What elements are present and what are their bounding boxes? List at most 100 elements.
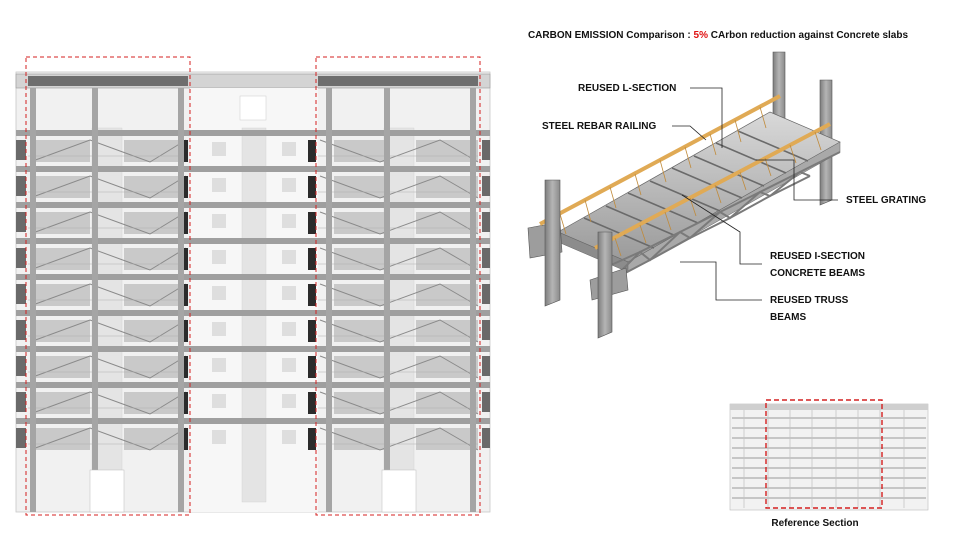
edge-left-5	[16, 320, 26, 340]
core-window-r-5	[282, 322, 296, 336]
column-5	[470, 88, 476, 512]
floor-slab-2	[16, 202, 490, 208]
title-highlight: 5%	[693, 30, 708, 41]
edge-left-3	[16, 248, 26, 268]
pier-dark-r-6	[308, 356, 316, 378]
bay-shade-6-1	[124, 356, 186, 378]
core-window-l-3	[212, 250, 226, 264]
truss-left-2	[29, 211, 187, 235]
column-2	[178, 88, 184, 512]
reference-section-caption: Reference Section	[771, 518, 859, 529]
steel-rebar-railing	[539, 94, 831, 257]
ground-door-right	[381, 469, 417, 513]
edge-right-2	[482, 212, 490, 232]
bay-shade-7-1	[124, 392, 186, 414]
ground-door-left	[89, 469, 125, 513]
edge-left-6	[16, 356, 26, 376]
core-window-r-4	[282, 286, 296, 300]
label-steel-rebar-railing: STEEL REBAR RAILING	[542, 121, 657, 132]
pier-dark-r-4	[308, 284, 316, 306]
truss-left-4	[29, 283, 187, 307]
truss-right-3	[319, 247, 479, 271]
bay-shade-8-1	[124, 428, 186, 450]
floor-slab-6	[16, 346, 490, 352]
pier-dark-r-0	[308, 140, 316, 162]
column-0	[30, 88, 36, 512]
truss-left-3	[29, 247, 187, 271]
truss-left-0	[29, 139, 187, 163]
truss-left-1	[29, 175, 187, 199]
truss-right-6	[319, 355, 479, 379]
leader-truss	[680, 261, 762, 301]
edge-right-6	[482, 356, 490, 376]
bay-shade-2-3	[416, 212, 478, 234]
bay-shade-8-2	[334, 428, 384, 450]
left-highlight-frame	[25, 56, 191, 516]
steel-grating-members	[583, 130, 809, 249]
column-front-left	[544, 179, 561, 307]
building-section-elevation	[15, 71, 491, 513]
core-window-l-2	[212, 214, 226, 228]
core-window-l-4	[212, 286, 226, 300]
edge-right-5	[482, 320, 490, 340]
edge-right-3	[482, 248, 490, 268]
label-reused-l-section: REUSED L-SECTION	[578, 83, 677, 94]
truss-left-5	[29, 319, 187, 343]
core-window-l-1	[212, 178, 226, 192]
pier-dark-r-7	[308, 392, 316, 414]
truss-left-7	[29, 391, 187, 415]
bay-shade-3-2	[334, 248, 384, 270]
truss-right-1	[319, 175, 479, 199]
bay-shade-5-2	[334, 320, 384, 342]
reference-highlight-frame	[765, 399, 883, 509]
label-reused-truss-line2: BEAMS	[770, 312, 807, 323]
floor-slab-5	[16, 310, 490, 316]
bay-shade-0-1	[124, 140, 186, 162]
bay-shade-5-3	[416, 320, 478, 342]
core-window-l-6	[212, 358, 226, 372]
bay-shade-7-2	[334, 392, 384, 414]
label-reused-truss-line1: REUSED TRUSS	[770, 295, 849, 306]
edge-right-4	[482, 284, 490, 304]
truss-left-8	[29, 427, 187, 451]
label-reused-i-section-line1: REUSED I-SECTION	[770, 251, 866, 262]
label-reused-i-section: REUSED I-SECTION CONCRETE BEAMS	[770, 250, 865, 281]
edge-right-1	[482, 176, 490, 196]
core-window-l-8	[212, 430, 226, 444]
edge-left-0	[16, 140, 26, 160]
column-3	[326, 88, 332, 512]
label-reused-truss: REUSED TRUSS BEAMS	[770, 294, 848, 325]
roof-truss-left	[28, 76, 188, 86]
bay-shade-4-2	[334, 284, 384, 306]
title-suffix: CArbon reduction against Concrete slabs	[707, 30, 909, 41]
core-window-l-7	[212, 394, 226, 408]
truss-beam	[599, 151, 841, 281]
bay-shade-3-3	[416, 248, 478, 270]
bay-shade-4-3	[416, 284, 478, 306]
core-window-r-8	[282, 430, 296, 444]
pier-dark-r-8	[308, 428, 316, 450]
core-window-l-0	[212, 142, 226, 156]
bay-shade-3-1	[124, 248, 186, 270]
floor-slab-0	[16, 130, 490, 136]
bay-shade-1-2	[334, 176, 384, 198]
edge-right-0	[482, 140, 490, 160]
edge-left-1	[16, 176, 26, 196]
bay-shade-0-3	[416, 140, 478, 162]
truss-right-8	[319, 427, 479, 451]
truss-right-0	[319, 139, 479, 163]
stair-axonometric	[527, 51, 841, 339]
bay-shade-7-3	[416, 392, 478, 414]
right-highlight-frame	[315, 56, 481, 516]
roof-truss-right	[318, 76, 478, 86]
core-window-r-6	[282, 358, 296, 372]
edge-right-8	[482, 428, 490, 448]
core-window-r-3	[282, 250, 296, 264]
floor-slab-7	[16, 382, 490, 388]
column-4	[384, 88, 390, 512]
pier-dark-r-5	[308, 320, 316, 342]
floor-slab-8	[16, 418, 490, 424]
pier-dark-r-3	[308, 248, 316, 270]
truss-right-5	[319, 319, 479, 343]
